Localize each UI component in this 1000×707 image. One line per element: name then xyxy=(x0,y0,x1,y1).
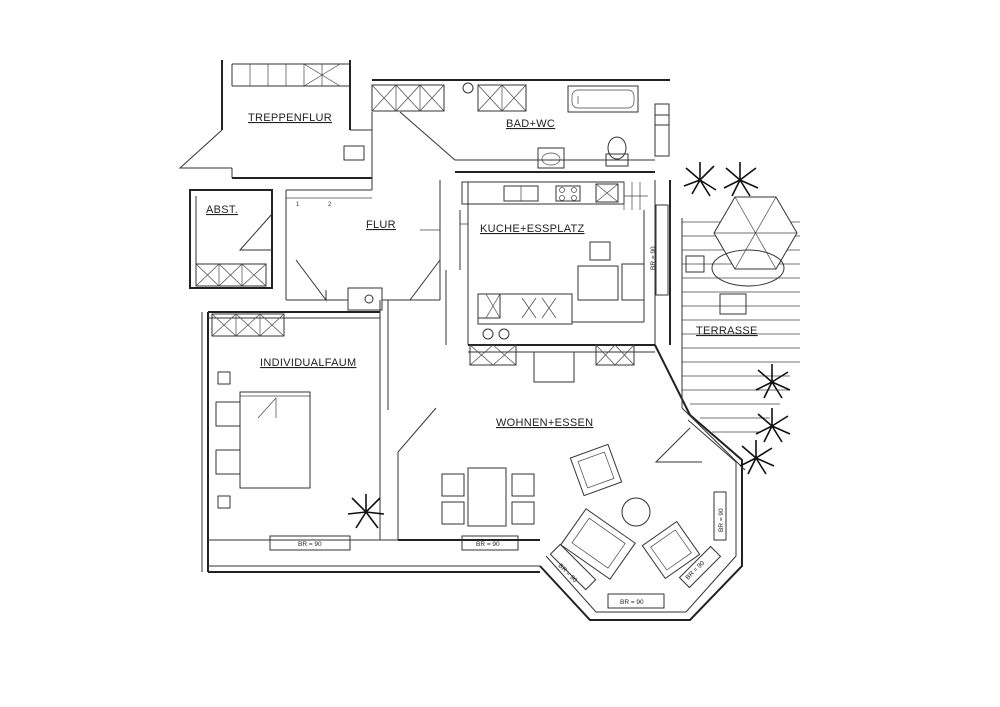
coffee-table-icon xyxy=(621,497,651,527)
bathroom-window xyxy=(371,84,527,112)
kitchen-table-icon xyxy=(577,241,645,301)
room-label-bad-wc: BAD+WC xyxy=(506,118,555,130)
room-label-treppenflur: TREPPENFLUR xyxy=(248,112,332,124)
stairwell: TREPPENFLUR xyxy=(178,60,373,190)
room-label-wohnen: WOHNEN+ESSEN xyxy=(496,417,593,429)
stair-step-2: 2 xyxy=(328,202,332,208)
room-label-individualraum: INDIVIDUALFAUM xyxy=(260,357,357,369)
outer-walls xyxy=(201,180,743,621)
window-label-individual: BR = 90 xyxy=(298,541,322,548)
room-label-flur: FLUR xyxy=(366,219,396,231)
terrace-plant-icon xyxy=(683,162,791,475)
bedroom: BR = 90 INDIVIDUALFAUM xyxy=(208,300,437,551)
window-label-kitchen: BR = 90 xyxy=(650,246,657,270)
window-label-wohnen-left: BR = 90 xyxy=(476,541,500,548)
bed-icon xyxy=(215,391,311,489)
room-label-abst: ABST. xyxy=(206,204,238,216)
bedroom-window xyxy=(211,313,285,337)
parasol-icon xyxy=(713,196,798,270)
room-label-kueche: KUCHE+ESSPLATZ xyxy=(480,223,585,235)
dining-table-icon xyxy=(441,467,535,527)
toilet-icon xyxy=(605,136,629,167)
bathtub-icon xyxy=(567,85,639,113)
hallway: 1 2 FLUR xyxy=(285,180,441,311)
terrace-table-icon xyxy=(711,249,785,287)
armchair-icon xyxy=(569,443,623,497)
bathroom: BAD+WC xyxy=(371,79,670,190)
room-label-terrasse: TERRASSE xyxy=(696,325,758,337)
armchair-right-icon xyxy=(641,520,701,580)
storage-window xyxy=(195,263,267,287)
living-window-top xyxy=(469,344,635,366)
kitchen: BR = 90 KUCHE+ESSPLATZ xyxy=(445,181,669,345)
living-room: BR = 90 BR = 90 BR = 90 BR = 90 BR = 90 … xyxy=(441,344,727,609)
window-label-bay-left: BR = 90 xyxy=(557,562,579,584)
storage-room: ABST. xyxy=(189,189,273,289)
sofa-icon xyxy=(560,508,636,580)
window-label-east: BR = 90 xyxy=(718,508,725,532)
terrace: TERRASSE xyxy=(681,162,800,475)
stair-step-1: 1 xyxy=(296,202,300,208)
sink-icon xyxy=(537,147,565,169)
plant-icon xyxy=(347,494,385,529)
window-label-bay-bottom: BR = 90 xyxy=(620,599,644,606)
stove-icon xyxy=(555,185,581,202)
plate-icon xyxy=(482,328,494,340)
